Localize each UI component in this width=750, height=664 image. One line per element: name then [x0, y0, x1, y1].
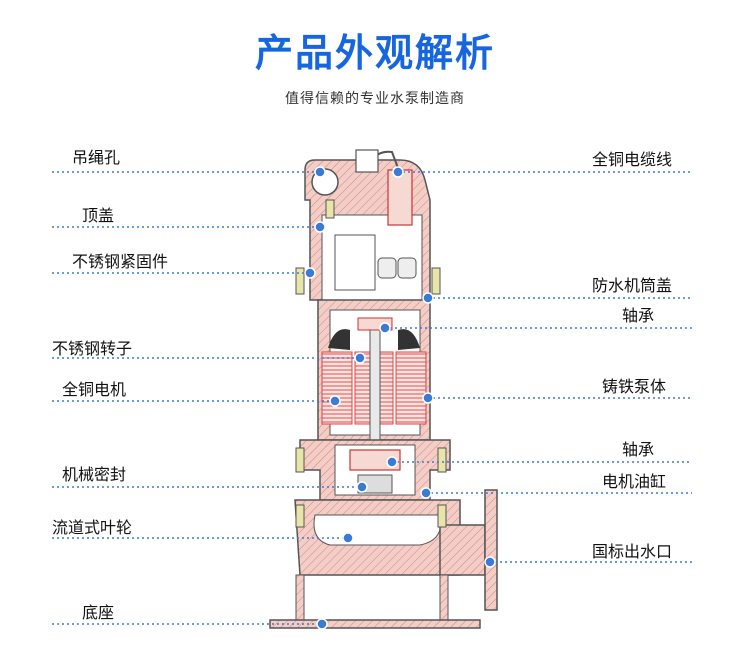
- marker-cable: [392, 166, 404, 178]
- marker-oil-chamber: [420, 487, 432, 499]
- label-lifting-hole: 吊绳孔: [72, 148, 121, 167]
- label-base: 底座: [82, 603, 115, 622]
- marker-cap: [422, 292, 434, 304]
- marker-bearing-lower: [386, 456, 398, 468]
- marker-body: [422, 392, 434, 404]
- marker-base: [316, 618, 328, 630]
- marker-rotor: [354, 352, 366, 364]
- page-title: 产品外观解析: [254, 31, 495, 75]
- label-motor-oil-chamber: 电机油缸: [602, 472, 667, 491]
- label-cast-iron-body: 铸铁泵体: [602, 377, 667, 396]
- label-impeller: 流道式叶轮: [52, 518, 133, 537]
- marker-outlet: [484, 556, 496, 568]
- marker-impeller: [342, 532, 354, 544]
- label-copper-motor: 全铜电机: [62, 380, 127, 399]
- label-bearing-upper: 轴承: [622, 306, 655, 325]
- label-outlet: 国标出水口: [592, 542, 673, 561]
- marker-top-cover: [314, 221, 326, 233]
- leader-lines: [52, 171, 692, 625]
- label-top-cover: 顶盖: [82, 206, 115, 225]
- marker-motor: [329, 395, 341, 407]
- marker-seal: [356, 481, 368, 493]
- page-subtitle: 值得信赖的专业水泵制造商: [285, 91, 465, 107]
- marker-lifting-hole: [314, 166, 326, 178]
- marker-bearing-upper: [379, 322, 391, 334]
- label-mechanical-seal: 机械密封: [62, 465, 127, 484]
- label-stainless-rotor: 不锈钢转子: [52, 339, 133, 358]
- label-bearing-lower: 轴承: [622, 440, 655, 459]
- pump-body: [269, 149, 498, 629]
- label-copper-cable: 全铜电缆线: [592, 150, 673, 169]
- label-waterproof-cap: 防水机筒盖: [592, 276, 673, 295]
- callout-markers: [304, 166, 496, 630]
- label-stainless-fasteners: 不锈钢紧固件: [72, 252, 169, 271]
- marker-fasteners: [304, 267, 316, 279]
